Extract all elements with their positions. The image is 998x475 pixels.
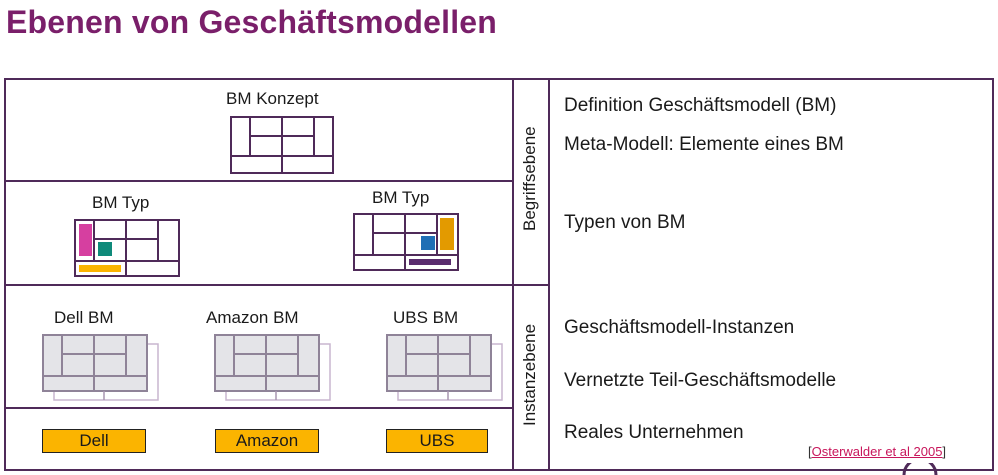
instance-diagram-dell <box>42 334 159 401</box>
citation-link[interactable]: Osterwalder et al 2005 <box>811 444 943 459</box>
instance-label-amazon: Amazon BM <box>206 308 299 327</box>
bm-type-diagram-2 <box>353 213 459 271</box>
citation: [Osterwalder et al 2005] <box>808 444 946 459</box>
bm-concept-diagram <box>230 116 334 174</box>
bm-type-label-1: BM Typ <box>92 193 150 212</box>
right-item-types: Typen von BM <box>564 212 686 233</box>
level-label-instanzebene: Instanzebene <box>520 323 539 426</box>
instance-label-dell: Dell BM <box>54 308 114 327</box>
company-box-amazon: Amazon <box>215 429 319 453</box>
right-item-real-company: Reales Unternehmen <box>564 422 744 443</box>
right-item-meta-model: Meta-Modell: Elemente eines BM <box>564 134 844 155</box>
company-box-dell: Dell <box>42 429 146 453</box>
instance-diagram-amazon <box>214 334 331 401</box>
right-item-networked: Vernetzte Teil-Geschäftsmodelle <box>564 370 837 391</box>
row-divider-3 <box>4 407 514 409</box>
bm-concept-label: BM Konzept <box>226 89 319 108</box>
page-title: Ebenen von Geschäftsmodellen <box>6 4 498 40</box>
level-column-divider <box>548 78 550 471</box>
citation-close: ] <box>942 444 947 459</box>
logo-icon <box>902 463 938 475</box>
right-item-definition: Definition Geschäftsmodell (BM) <box>564 95 837 116</box>
row-divider-2 <box>4 284 550 286</box>
bm-type-label-2: BM Typ <box>372 188 430 207</box>
level-label-begriffsebene: Begriffsebene <box>520 126 539 231</box>
bm-type-diagram-1 <box>74 219 180 277</box>
instance-diagram-ubs <box>386 334 503 401</box>
citation-open: [ <box>808 444 812 459</box>
instance-label-ubs: UBS BM <box>393 308 459 327</box>
diagram-frame <box>4 78 994 471</box>
company-box-ubs: UBS <box>386 429 488 453</box>
row-divider-1 <box>4 180 514 182</box>
left-column-divider <box>512 78 514 471</box>
right-item-instances: Geschäftsmodell-Instanzen <box>564 317 795 338</box>
